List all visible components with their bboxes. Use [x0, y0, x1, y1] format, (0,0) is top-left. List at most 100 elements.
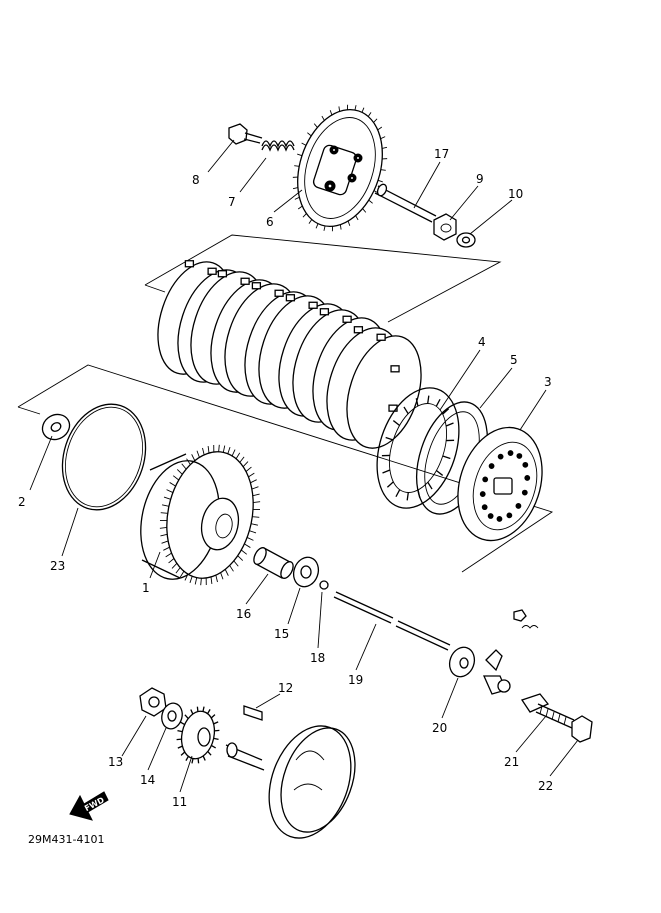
gear-tooth [354, 105, 357, 111]
gear-tooth [176, 738, 182, 741]
gear-tooth [338, 106, 341, 112]
locknut [571, 715, 593, 743]
callout-16: 16 [236, 607, 251, 621]
callout-6: 6 [266, 215, 274, 229]
gear-tooth [377, 126, 383, 131]
callout-14: 14 [140, 773, 155, 787]
gear-tooth [435, 470, 444, 476]
gear-tooth [168, 558, 175, 564]
gear-tooth [385, 436, 394, 441]
gear-tooth [248, 472, 255, 478]
gear-tooth [160, 512, 168, 514]
gear-tooth [355, 215, 359, 221]
gear-tooth [180, 721, 185, 726]
gear-tooth [427, 481, 433, 490]
friction-plate [376, 387, 460, 509]
gear-tooth [249, 530, 257, 534]
gear-tooth [176, 469, 183, 475]
leader-lines [29, 139, 579, 793]
gear-tooth [191, 758, 194, 764]
gear-tooth [308, 219, 313, 224]
collar [253, 547, 294, 579]
push-lever-bearing [448, 646, 476, 678]
boss-hole [481, 504, 488, 511]
callout-19: 19 [348, 673, 363, 687]
bolt [228, 123, 263, 145]
primary-gear-nut [139, 687, 167, 717]
clutch-plate-stack [157, 260, 422, 449]
plate-tab [390, 365, 400, 373]
gear-tooth [435, 398, 441, 407]
gear-tooth [403, 406, 409, 415]
gear-tooth [442, 408, 450, 415]
pressure-plate [292, 104, 388, 232]
plate-tab [376, 333, 386, 341]
gear-tooth [294, 196, 300, 200]
gear-tooth [406, 492, 409, 501]
plate-tab [342, 315, 352, 323]
gear-tooth [171, 563, 178, 569]
clutch-boss [457, 426, 543, 542]
plate-tab [353, 326, 364, 334]
gear-tooth [165, 552, 172, 558]
gear-tooth [184, 714, 189, 719]
callout-17: 17 [434, 147, 449, 161]
gear-tooth [242, 461, 249, 467]
callout-22: 22 [538, 779, 553, 793]
boss-hole [506, 512, 513, 519]
gear-tooth [186, 458, 191, 465]
gear-tooth [210, 576, 213, 584]
gear-tooth [175, 567, 181, 574]
gear-tooth [227, 446, 231, 454]
gear-tooth [191, 454, 196, 461]
gear-tooth [244, 543, 251, 548]
gear-tooth [347, 220, 351, 226]
gear-tooth [250, 523, 259, 526]
gear-tooth [222, 445, 226, 453]
gear-tooth [229, 565, 234, 572]
boss-hole [496, 516, 503, 522]
gear-tooth [395, 489, 401, 498]
callout-labels: 1 2 3 4 5 6 7 8 9 10 11 12 13 14 15 16 1… [18, 147, 553, 809]
guide-frame-plates [144, 234, 502, 323]
gear-tooth [246, 537, 254, 541]
gear-tooth [380, 136, 386, 140]
plate-tab [240, 277, 250, 285]
primary-drive-gear [176, 706, 220, 764]
boss-hole [515, 503, 522, 509]
gear-tooth [239, 456, 245, 463]
drawing-code: 29M431-4101 [28, 833, 104, 846]
gear-tooth [214, 729, 220, 732]
o-ring [61, 403, 147, 511]
gear-tooth [297, 205, 303, 210]
gear-tooth [189, 576, 193, 584]
gear-tooth [315, 223, 319, 229]
plate-tab [251, 282, 262, 290]
gear-tooth [252, 493, 260, 497]
gear-tooth [367, 112, 372, 117]
callout-4: 4 [478, 335, 486, 349]
gear-tooth [368, 199, 373, 204]
gear-tooth [207, 751, 212, 756]
spring [261, 140, 295, 152]
plate-tab [319, 308, 330, 316]
gear-tooth [200, 578, 202, 586]
gear-tooth [307, 132, 312, 137]
gear-tooth [202, 755, 206, 761]
gear-tooth [196, 450, 200, 458]
gear-tooth [377, 179, 383, 183]
gear-tooth [196, 706, 199, 712]
thrust-washer [41, 413, 71, 441]
callout-23: 23 [50, 559, 65, 573]
callout-2: 2 [18, 495, 26, 509]
gear-tooth [253, 501, 261, 504]
gear-tooth [163, 546, 170, 551]
gear-tooth [245, 466, 252, 472]
gear-tooth [251, 486, 259, 490]
callout-20: 20 [432, 721, 447, 735]
clutch-housing [140, 444, 261, 586]
gear-tooth [339, 224, 342, 230]
callout-18: 18 [310, 651, 325, 665]
gear-tooth [179, 570, 185, 578]
callout-9: 9 [476, 172, 484, 186]
